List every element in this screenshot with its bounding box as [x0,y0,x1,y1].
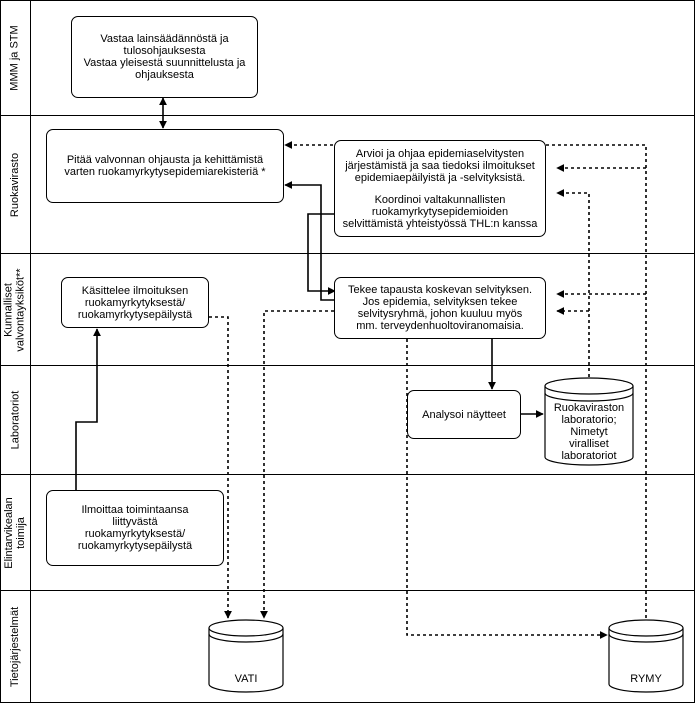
vati-database-label: VATI [234,673,258,685]
connector-labdb-to-ruokavirasto-right [556,189,590,377]
lane-label-laboratoriot: Laboratoriot [9,390,21,450]
lane-label-elintarvike: Elintarvikealan toimija [3,496,28,569]
lab-database-label: Ruokaviraston laboratorio; Nimetyt viral… [553,402,625,462]
rymy-database-shape [608,619,684,693]
rymy-database-label: RYMY [630,673,662,685]
connector-kunta-right-to-rymy [406,339,608,639]
lane-label-kunnalliset: Kunnalliset valvontayksiköt** [3,267,27,352]
lab-database-shape [544,377,634,466]
lane-label-tietojarjestelmat: Tietojärjestelmät [9,606,22,687]
toimija-report-box: Ilmoittaa toimintaansa liittyvästä ruoka… [46,490,224,566]
connector-kunta-right-to-vati [260,310,334,619]
connector-kunta-to-ruokavirasto-left [284,181,334,301]
lane-label-ruokavirasto: Ruokavirasto [9,152,22,217]
ruokavirasto-coordination-box: Arvioi ja ohjaa epidemiaselvitysten järj… [334,140,546,237]
lane-label-mmm: MMM ja STM [9,25,22,91]
connector-rymy-to-ruokavirasto-left [284,141,647,618]
kunta-notification-box: Käsittelee ilmoituksen ruokamyrkytyksest… [61,277,209,328]
vati-database-shape [208,619,284,693]
mmm-responsibility-box: Vastaa lainsäädännöstä ja tulosohjaukses… [71,16,258,98]
connector-toimija-to-kunta [75,328,101,490]
ruokavirasto-register-box: Pitää valvonnan ohjausta ja kehittämistä… [46,129,284,203]
lab-analysis-box: Analysoi näytteet [407,390,521,439]
kunta-investigation-box: Tekee tapausta koskevan selvityksen. Jos… [334,277,546,339]
connector-kunta-left-to-vati [209,316,232,619]
connector-ruokavirasto-right-to-kunta [307,213,336,295]
